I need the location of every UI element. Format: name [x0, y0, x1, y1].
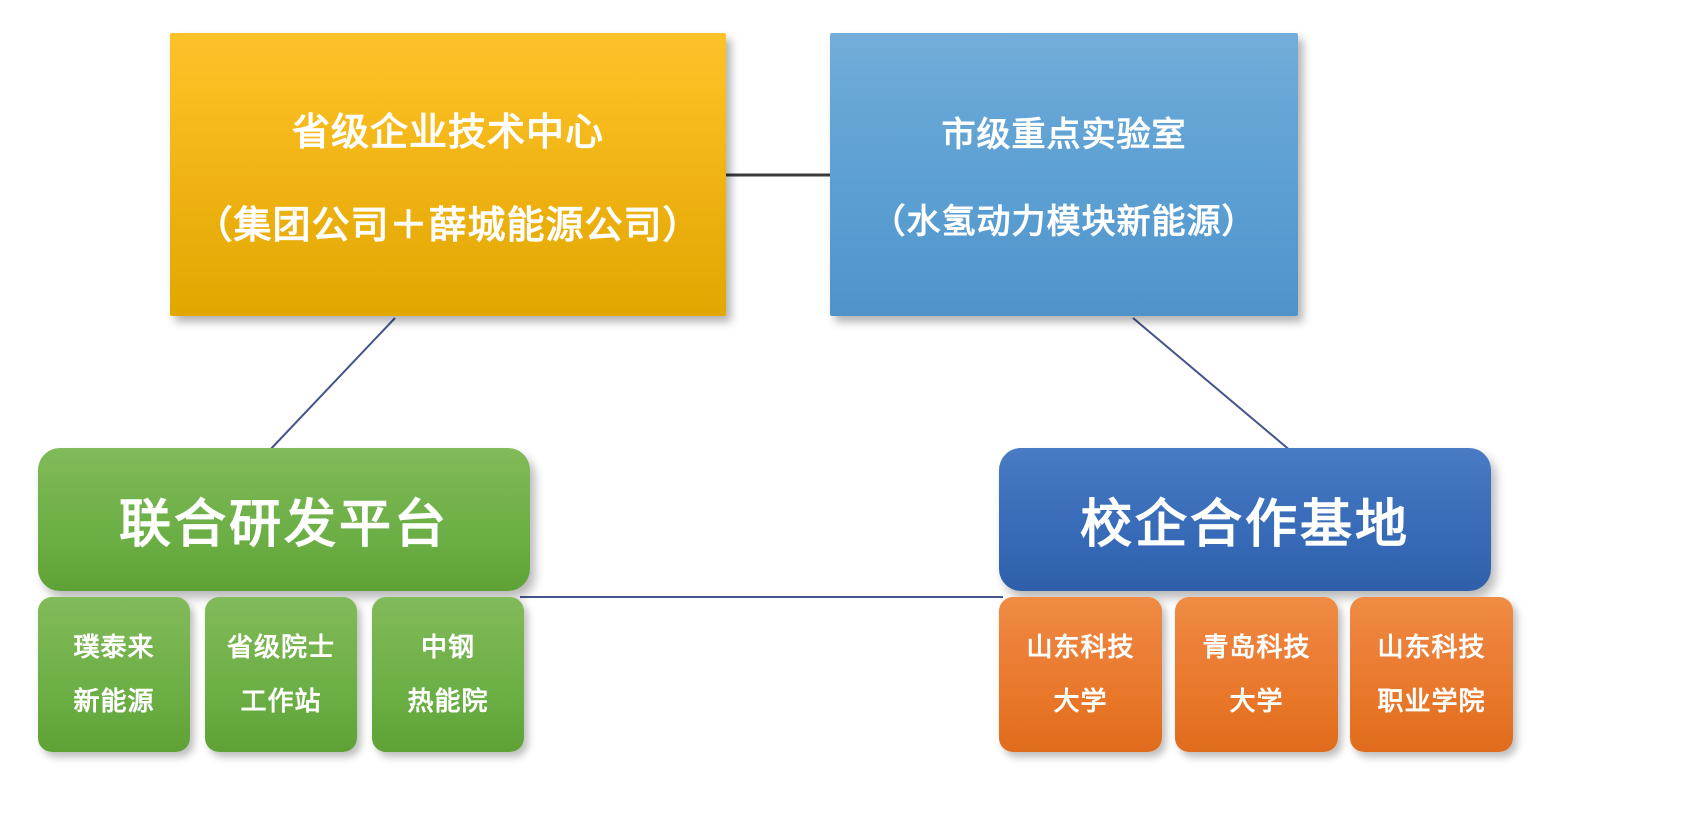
chip-label-line-1: 山东科技	[1026, 632, 1135, 663]
chip-base-member[interactable]: 山东科技 职业学院	[1350, 597, 1513, 752]
chip-platform-member[interactable]: 省级院士 工作站	[205, 597, 357, 752]
chip-label-line-1: 山东科技	[1377, 632, 1486, 663]
node-title: 联合研发平台	[118, 496, 449, 554]
node-title: 校企合作基地	[1079, 496, 1410, 554]
chip-label-line-1: 青岛科技	[1202, 632, 1311, 663]
node-provincial-enterprise-tech-center[interactable]: 省级企业技术中心 （集团公司＋薛城能源公司）	[170, 33, 726, 316]
chip-label-line-2: 大学	[1229, 685, 1284, 716]
connector-center-to-platform	[267, 317, 396, 453]
node-city-key-laboratory[interactable]: 市级重点实验室 （水氢动力模块新能源）	[830, 33, 1298, 316]
chip-label-line-2: 热能院	[407, 685, 489, 716]
chip-base-member[interactable]: 山东科技 大学	[999, 597, 1162, 752]
connector-lab-to-base	[1132, 317, 1293, 453]
node-joint-rd-platform[interactable]: 联合研发平台	[38, 448, 530, 591]
chip-label-line-2: 职业学院	[1377, 685, 1486, 716]
node-title-line-1: 市级重点实验室	[941, 115, 1187, 154]
node-title-line-2: （水氢动力模块新能源）	[871, 202, 1257, 241]
chip-label-line-1: 璞泰来	[73, 632, 155, 663]
chip-label-line-2: 大学	[1053, 685, 1108, 716]
node-title-line-2: （集团公司＋薛城能源公司）	[194, 204, 702, 247]
node-title-line-1: 省级企业技术中心	[291, 111, 604, 154]
chip-platform-member[interactable]: 璞泰来 新能源	[38, 597, 190, 752]
chip-platform-member[interactable]: 中钢 热能院	[372, 597, 524, 752]
node-school-enterprise-base[interactable]: 校企合作基地	[999, 448, 1491, 591]
chip-label-line-1: 省级院士	[226, 632, 335, 663]
chip-label-line-1: 中钢	[420, 632, 475, 663]
chip-label-line-2: 工作站	[240, 685, 322, 716]
chip-base-member[interactable]: 青岛科技 大学	[1175, 597, 1338, 752]
chip-label-line-2: 新能源	[73, 685, 155, 716]
